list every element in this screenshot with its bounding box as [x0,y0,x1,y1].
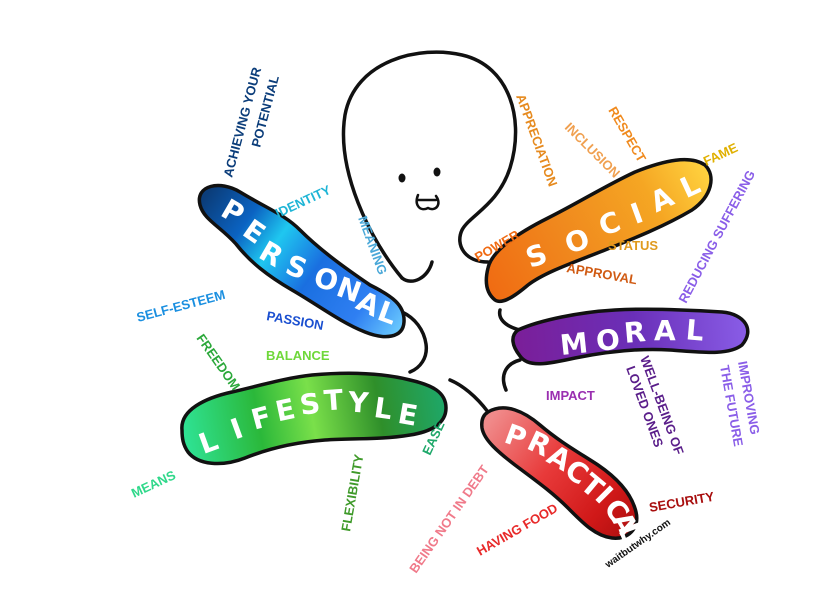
social-arm [484,157,713,304]
label-being-not-in-debt: BEING NOT IN DEBT [406,462,492,575]
moral-letter: O [594,323,621,358]
practical-arm-letters: P R A C T I C A L [500,417,648,546]
moral-letter: L [685,313,706,347]
lifestyle-arm [180,371,448,466]
label-means: MEANS [129,467,178,501]
label-identity: IDENTITY [273,182,333,221]
label-balance: BALANCE [266,348,330,363]
label-having-food: HAVING FOOD [474,500,560,558]
label-status: STATUS [608,238,658,253]
moral-letter: A [654,314,676,347]
octopus-left-eye [398,173,406,183]
label-impact: IMPACT [546,388,595,403]
lifestyle-letter: L [372,391,394,426]
label-flexibility: FLEXIBILITY [338,453,366,533]
octopus-right-eye [433,167,441,177]
label-security: SECURITY [648,489,716,515]
moral-letter: R [623,315,647,350]
label-appreciation: APPRECIATION [513,92,560,189]
moral-arm-letters: M O R A L [558,313,705,362]
label-inclusion: INCLUSION [562,120,623,181]
lifestyle-letter: S [298,386,323,421]
octopus-body-lines [400,260,522,414]
label-self-esteem: SELF-ESTEEM [135,287,227,325]
label-freedom: FREEDOM [194,331,244,393]
label-passion: PASSION [265,308,324,333]
personal-arm [197,183,406,339]
moral-letter: M [558,326,589,362]
label-fame: FAME [701,140,740,169]
moral-arm [511,307,750,366]
label-approval: APPROVAL [565,260,638,287]
octopus-mouth [415,193,440,211]
lifestyle-letter: Y [346,385,370,419]
octopus-head-outline [341,50,518,280]
label-respect: RESPECT [605,104,649,165]
practical-arm [480,406,639,540]
lifestyle-letter: T [323,383,344,417]
label-meaning: MEANING [355,214,390,277]
